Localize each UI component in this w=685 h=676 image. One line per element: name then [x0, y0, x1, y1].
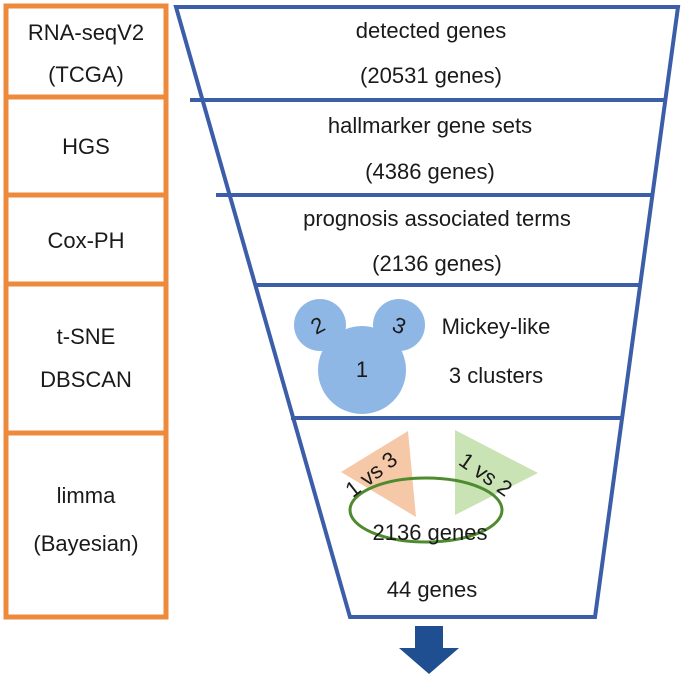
stage2-title: hallmarker gene sets: [328, 113, 532, 138]
intersection-ellipse: [348, 476, 504, 544]
cluster-1-label: 1: [356, 357, 368, 382]
comparison-triangle-right: [455, 430, 538, 515]
method-label-line1: HGS: [62, 134, 110, 159]
arrow-head: [399, 648, 459, 674]
stage1-count: (20531 genes): [360, 63, 502, 88]
stage1-title: detected genes: [356, 18, 506, 43]
cluster-1-circle: [318, 326, 406, 414]
down-arrow-icon: [399, 626, 459, 674]
stage4-subtitle: 3 clusters: [449, 363, 543, 388]
funnel-outline: [173, 5, 681, 619]
method-label-line1: t-SNE: [57, 324, 116, 349]
method-box-hgs: HGS: [3, 94, 169, 198]
method-label-line2: (Bayesian): [33, 531, 138, 556]
method-label-line1: RNA-seqV2: [28, 20, 144, 45]
methods-column: RNA-seqV2 (TCGA) HGS Cox-PH t-SNE DBSCAN…: [3, 3, 169, 620]
stage3-count: (2136 genes): [372, 251, 502, 276]
method-label-line2: DBSCAN: [40, 367, 132, 392]
stage2-count: (4386 genes): [365, 159, 495, 184]
method-box-rnaseq: RNA-seqV2 (TCGA): [3, 3, 169, 100]
funnel: detected genes (20531 genes) hallmarker …: [173, 5, 681, 619]
comparison-group: 1 vs 3 1 vs 2: [340, 430, 538, 544]
arrow-shaft: [415, 626, 443, 648]
method-box-frame: [3, 430, 169, 620]
method-label-line2: (TCGA): [48, 62, 124, 87]
method-box-limma: limma (Bayesian): [3, 430, 169, 620]
method-box-frame: [3, 281, 169, 436]
comparison-triangle-left: [341, 431, 416, 517]
stage3-title: prognosis associated terms: [303, 206, 571, 231]
stage5-output-genes: 44 genes: [387, 577, 478, 602]
stage4-title: Mickey-like: [442, 314, 551, 339]
mickey-clusters: 2 3 1: [294, 299, 425, 414]
method-label-line1: limma: [57, 483, 116, 508]
method-box-tsne-dbscan: t-SNE DBSCAN: [3, 281, 169, 436]
method-label-line1: Cox-PH: [47, 228, 124, 253]
stage5-input-genes: 2136 genes: [373, 520, 488, 545]
method-box-coxph: Cox-PH: [3, 192, 169, 287]
